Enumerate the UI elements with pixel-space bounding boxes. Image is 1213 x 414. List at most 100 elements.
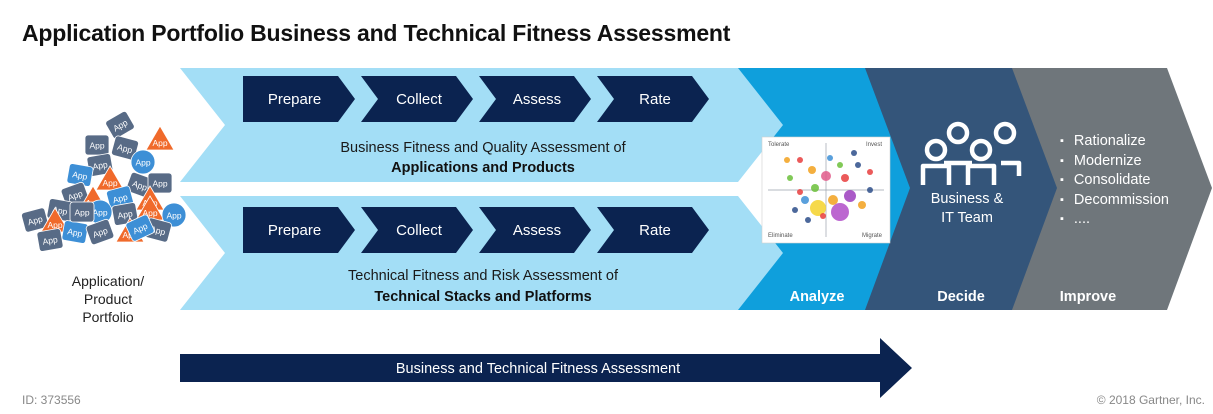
improve-item-modernize: Modernize [1060, 152, 1169, 172]
svg-text:App: App [92, 208, 107, 218]
svg-text:App: App [152, 179, 167, 189]
quadrant-dot [808, 166, 816, 174]
svg-text:App: App [91, 225, 109, 240]
quadrant-label-tolerate: Tolerate [768, 142, 790, 148]
quadrant-dot [844, 190, 856, 202]
business-step-label: Rate [639, 91, 671, 108]
quadrant-label-invest: Invest [866, 142, 882, 148]
quadrant-dot [797, 189, 803, 195]
improve-item-decommission: Decommission [1060, 191, 1169, 211]
improve-item-rationalize: Rationalize [1060, 132, 1169, 152]
svg-text:App: App [142, 208, 157, 218]
quadrant-dot [855, 162, 861, 168]
portfolio-label-line3: Portfolio [82, 309, 134, 325]
app-icon: App [85, 218, 115, 246]
svg-text:App: App [66, 188, 84, 203]
app-icon: App [111, 202, 139, 226]
technical-caption-line1: Technical Fitness and Risk Assessment of [348, 268, 619, 284]
business-step-label: Collect [396, 91, 443, 108]
svg-text:App: App [152, 138, 167, 148]
quadrant-label-eliminate: Eliminate [768, 233, 793, 239]
team-label-line1: Business & [931, 191, 1004, 207]
bottom-assessment-arrow [180, 338, 912, 398]
bottom-arrow-label: Business and Technical Fitness Assessmen… [396, 361, 680, 377]
technical-step-label: Rate [639, 222, 671, 239]
decide-phase-chevron [862, 68, 1057, 310]
app-icon: App [111, 135, 139, 161]
team-people-icon [920, 121, 1022, 185]
quadrant-dot [792, 207, 798, 213]
footer-copyright: © 2018 Gartner, Inc. [1096, 393, 1205, 407]
svg-text:App: App [166, 211, 181, 221]
svg-text:App: App [131, 178, 149, 193]
technical-step-chevron [243, 207, 355, 253]
technical-caption-line2: Technical Stacks and Platforms [374, 289, 591, 305]
page-title: Application Portfolio Business and Techn… [22, 20, 731, 46]
app-icon: App [161, 202, 187, 228]
svg-text:App: App [42, 234, 59, 247]
svg-text:App: App [74, 208, 89, 218]
quadrant-dot [820, 213, 826, 219]
app-icon: App [84, 134, 110, 156]
portfolio-label: Application/ Product Portfolio [52, 272, 164, 326]
quadrant-dot [810, 200, 826, 216]
business-step-chevron [361, 76, 473, 122]
business-step-chevron [243, 76, 355, 122]
improve-item-consolidate: Consolidate [1060, 171, 1169, 191]
quadrant-dot [827, 155, 833, 161]
quadrant-label-migrate: Migrate [862, 233, 883, 239]
quadrant-dot [797, 157, 803, 163]
svg-text:App: App [27, 214, 44, 228]
team-label-line2: IT Team [941, 210, 993, 226]
quadrant-dot [784, 157, 790, 163]
portfolio-label-line1: Application/ [71, 273, 145, 289]
business-step-chevron [479, 76, 591, 122]
technical-step-chevron [597, 207, 709, 253]
svg-text:App: App [92, 159, 109, 172]
quadrant-dot [837, 162, 843, 168]
business-caption-line2: Applications and Products [391, 160, 575, 176]
improve-item-more: .... [1060, 210, 1169, 230]
quadrant-dot [811, 184, 819, 192]
business-step-label: Assess [513, 91, 561, 108]
quadrant-dots [784, 150, 873, 223]
quadrant-dot [841, 174, 849, 182]
technical-step-label: Prepare [268, 222, 321, 239]
business-steps: Prepare Collect Assess Rate [243, 76, 709, 122]
quadrant-dot [831, 203, 849, 221]
technical-step-label: Assess [513, 222, 561, 239]
quadrant-dot [867, 187, 873, 193]
app-icon: App [36, 228, 64, 252]
quadrant-dot [867, 169, 873, 175]
quadrant-dot [828, 195, 838, 205]
svg-text:App: App [112, 192, 129, 206]
app-icon: App [69, 201, 95, 223]
technical-step-chevron [361, 207, 473, 253]
business-step-label: Prepare [268, 91, 321, 108]
app-icon: App [105, 111, 135, 139]
business-step-chevron [597, 76, 709, 122]
quadrant-dot [858, 201, 866, 209]
technical-step-chevron [479, 207, 591, 253]
quadrant-dot [851, 150, 857, 156]
svg-text:App: App [117, 208, 134, 221]
quadrant-dot [821, 171, 831, 181]
quadrant-dot [801, 196, 809, 204]
svg-text:App: App [102, 178, 117, 188]
app-icon: App [145, 125, 175, 151]
app-icon: App [61, 220, 89, 244]
svg-text:App: App [67, 226, 84, 239]
improve-label: Improve [1060, 289, 1116, 305]
app-icon: App [125, 214, 155, 242]
svg-text:App: App [116, 142, 133, 156]
business-caption-line1: Business Fitness and Quality Assessment … [340, 140, 626, 156]
improve-actions-list: Rationalize Modernize Consolidate Decomm… [1060, 132, 1169, 230]
analyze-label: Analyze [790, 289, 845, 305]
app-icon: App [21, 207, 49, 233]
footer-id: ID: 373556 [22, 393, 81, 407]
svg-text:App: App [149, 224, 166, 238]
app-icon: App [66, 163, 94, 187]
